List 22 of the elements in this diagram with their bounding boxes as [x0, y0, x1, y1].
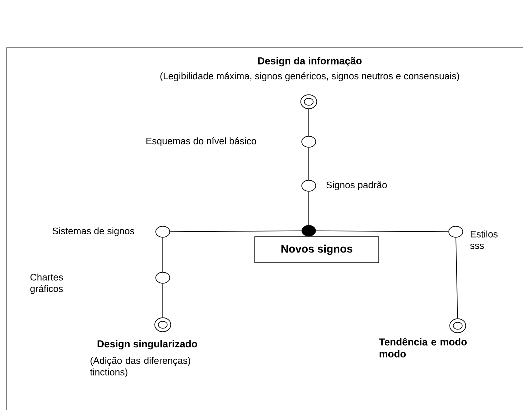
- node-heading: Design da informação: [258, 57, 362, 67]
- circle-marker: [302, 136, 316, 148]
- circle-label: Signos padrão: [326, 182, 388, 190]
- connector-line: [170, 230, 302, 232]
- connector-line: [308, 109, 310, 136]
- node-heading: Tendência e modo modo: [379, 338, 467, 358]
- text-label: Esquemas do nível básico: [146, 138, 256, 146]
- circle-label: Sistemas de signos: [52, 228, 134, 236]
- connector-line: [316, 230, 449, 232]
- circle-label: Estilos sss: [470, 230, 498, 250]
- junction-dot: [302, 225, 316, 237]
- connector-line: [308, 148, 310, 180]
- text-label: Chartes gráficos: [30, 274, 64, 294]
- connector-line: [162, 284, 164, 318]
- label-box: Novos signos: [254, 236, 380, 264]
- node-description: (Adição das diferenças) tinctions): [90, 357, 190, 378]
- connector-line: [308, 192, 310, 226]
- connector-line: [162, 238, 164, 272]
- connector-line: [456, 238, 458, 319]
- node-description: (Legibilidade máxima, signos genéricos, signos neutros e consensuais): [160, 72, 460, 82]
- circle-marker: [156, 272, 170, 284]
- node-heading: Design singularizado: [98, 340, 198, 350]
